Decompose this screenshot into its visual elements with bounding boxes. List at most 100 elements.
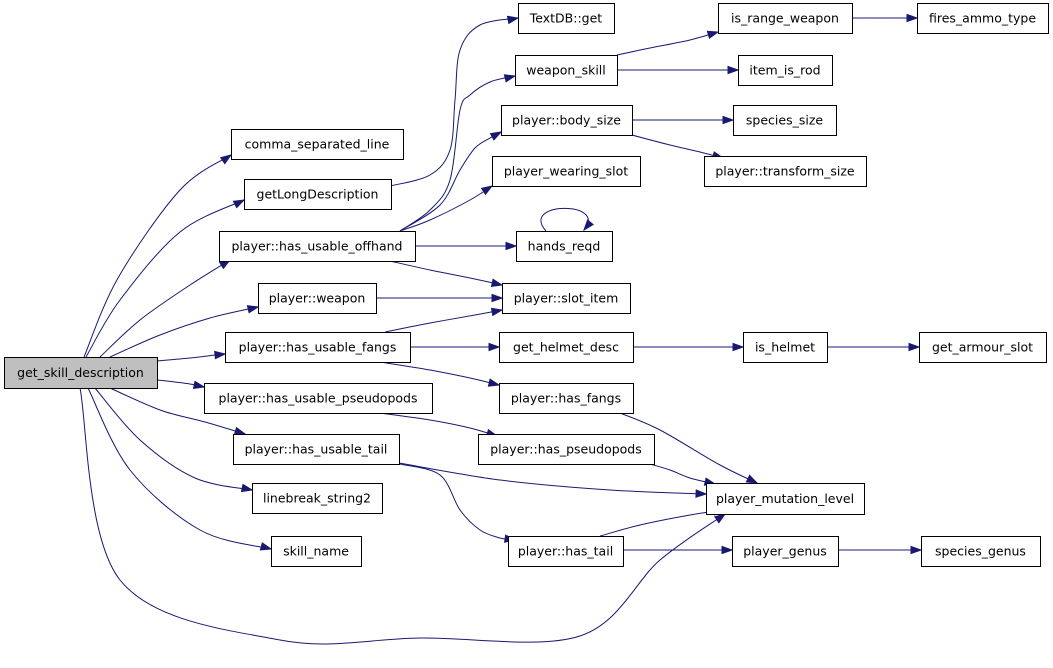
arrow-head — [192, 380, 206, 389]
node-label: weapon_skill — [526, 63, 606, 78]
node-has_fangs[interactable]: player::has_fangs — [499, 383, 634, 414]
node-label: player::has_usable_pseudopods — [219, 391, 418, 406]
edge-has_usable_tail-to-has_tail — [399, 463, 517, 543]
node-is_helmet[interactable]: is_helmet — [743, 332, 828, 363]
edge-line — [79, 387, 726, 645]
node-get_helmet_desc[interactable]: get_helmet_desc — [499, 332, 634, 363]
node-label: is_helmet — [755, 340, 815, 355]
node-label: player::has_tail — [518, 544, 613, 559]
node-weapon_skill[interactable]: weapon_skill — [515, 55, 618, 86]
edge-line — [109, 387, 246, 435]
node-has_usable_pseudopods[interactable]: player::has_usable_pseudopods — [204, 383, 433, 414]
node-label: player::has_pseudopods — [490, 442, 642, 457]
node-label: player::body_size — [512, 113, 621, 128]
node-box — [732, 536, 839, 567]
arrow-head — [722, 115, 735, 125]
node-label: get_armour_slot — [932, 340, 1033, 355]
node-box — [733, 105, 837, 136]
arrow-head — [490, 307, 504, 317]
node-get_armour_slot[interactable]: get_armour_slot — [919, 332, 1047, 363]
node-transform_size[interactable]: player::transform_size — [704, 156, 867, 187]
node-box — [204, 383, 433, 414]
edge-has_fangs-to-player_mutation_level — [619, 412, 759, 484]
edge-get_skill_description-to-has_usable_offhand — [99, 259, 232, 358]
node-box — [258, 283, 377, 314]
arrow-head — [908, 342, 921, 352]
edge-line — [540, 207, 589, 232]
edge-line — [99, 259, 231, 358]
edge-is_helmet-to-get_armour_slot — [827, 342, 921, 352]
node-label: getLongDescription — [257, 187, 379, 202]
node-box — [515, 55, 618, 86]
node-body_size[interactable]: player::body_size — [501, 105, 633, 136]
node-get_skill_description[interactable]: get_skill_description — [4, 357, 158, 389]
node-label: player_mutation_level — [716, 491, 854, 506]
node-fires_ammo_type[interactable]: fires_ammo_type — [917, 3, 1049, 34]
edge-get_skill_description-to-getLongDescription — [85, 199, 246, 358]
node-weapon[interactable]: player::weapon — [258, 283, 377, 314]
node-has_usable_fangs[interactable]: player::has_usable_fangs — [225, 332, 411, 363]
node-label: species_size — [746, 113, 823, 128]
edge-has_usable_offhand-to-slot_item — [389, 260, 504, 287]
arrow-head — [727, 65, 740, 75]
edge-get_skill_description-to-weapon — [109, 305, 260, 358]
node-slot_item[interactable]: player::slot_item — [502, 283, 631, 314]
edge-get_skill_description-to-has_usable_fangs — [156, 350, 227, 362]
arrow-head — [480, 185, 494, 196]
edge-weapon_skill-to-item_is_rod — [617, 65, 740, 75]
node-label: get_helmet_desc — [513, 340, 619, 355]
node-player_mutation_level[interactable]: player_mutation_level — [706, 483, 865, 515]
edge-line — [379, 412, 498, 437]
edge-line — [616, 31, 719, 56]
node-box — [271, 536, 362, 567]
edge-get_skill_description-to-skill_name — [87, 387, 273, 551]
node-label: get_skill_description — [17, 365, 144, 380]
edge-line — [619, 412, 758, 484]
node-linebreak_string2[interactable]: linebreak_string2 — [252, 483, 383, 514]
edge-line — [83, 154, 232, 358]
node-TextDB_get[interactable]: TextDB::get — [518, 3, 615, 34]
node-label: item_is_rod — [749, 63, 820, 78]
node-item_is_rod[interactable]: item_is_rod — [738, 55, 833, 86]
node-box — [738, 55, 833, 86]
node-has_pseudopods[interactable]: player::has_pseudopods — [478, 434, 655, 465]
node-getLongDescription[interactable]: getLongDescription — [244, 179, 392, 210]
arrow-head — [489, 131, 503, 141]
edge-line — [87, 387, 272, 550]
edge-has_usable_fangs-to-get_helmet_desc — [410, 342, 501, 352]
edges-layer — [79, 13, 923, 645]
node-label: player_genus — [743, 544, 827, 559]
node-has_tail[interactable]: player::has_tail — [508, 536, 624, 567]
node-player_wearing_slot[interactable]: player_wearing_slot — [492, 156, 641, 187]
node-species_size[interactable]: species_size — [733, 105, 837, 136]
node-box — [518, 3, 615, 34]
node-label: hands_reqd — [528, 239, 601, 254]
node-has_usable_tail[interactable]: player::has_usable_tail — [233, 434, 400, 465]
node-is_range_weapon[interactable]: is_range_weapon — [718, 3, 853, 34]
edge-get_skill_description-to-linebreak_string2 — [94, 387, 254, 493]
edge-has_usable_offhand-to-body_size — [399, 131, 503, 232]
edge-has_tail-to-player_mutation_level — [599, 507, 726, 537]
arrow-head — [503, 74, 517, 83]
edge-player_genus-to-species_genus — [838, 545, 923, 555]
edge-has_pseudopods-to-player_mutation_level — [649, 463, 717, 486]
edge-has_usable_fangs-to-slot_item — [384, 307, 504, 333]
edge-weapon_skill-to-is_range_weapon — [616, 30, 720, 56]
node-comma_separated_line[interactable]: comma_separated_line — [231, 129, 404, 160]
edge-getLongDescription-to-TextDB_get — [389, 15, 520, 187]
edge-line — [399, 131, 502, 232]
edge-line — [599, 509, 725, 537]
arrow-head — [490, 278, 504, 287]
node-player_genus[interactable]: player_genus — [732, 536, 839, 567]
edge-line — [649, 463, 716, 485]
node-species_genus[interactable]: species_genus — [921, 536, 1041, 567]
edge-line — [399, 463, 516, 541]
node-has_usable_offhand[interactable]: player::has_usable_offhand — [219, 231, 416, 262]
node-box — [219, 231, 416, 262]
nodes-layer: get_skill_description comma_separated_lin… — [4, 3, 1049, 567]
node-skill_name[interactable]: skill_name — [271, 536, 362, 567]
arrow-head — [488, 342, 501, 352]
node-hands_reqd[interactable]: hands_reqd — [516, 231, 613, 262]
arrow-head — [487, 378, 501, 387]
edge-line — [399, 185, 493, 232]
